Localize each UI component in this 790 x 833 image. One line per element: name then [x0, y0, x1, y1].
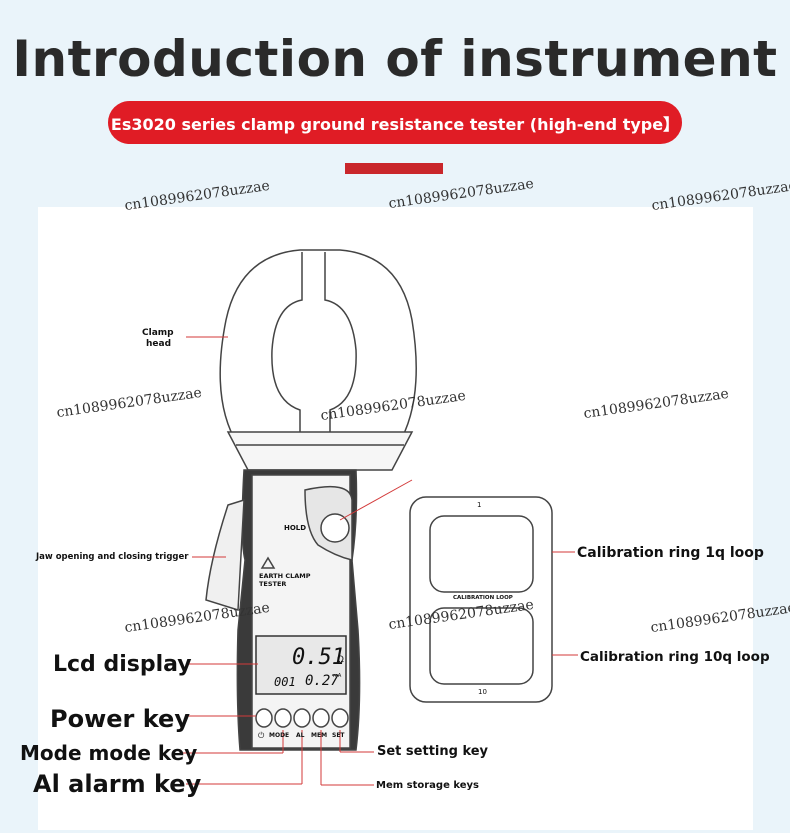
label-mem-key: Mem storage keys [376, 780, 479, 791]
leader-lines [183, 336, 578, 786]
label-cal-ring-10: Calibration ring 10q loop [580, 649, 770, 665]
label-jaw-trigger: Jaw opening and closing trigger [36, 552, 189, 562]
lcd-main-unit: Ω [337, 655, 344, 665]
label-power-key: Power key [50, 705, 190, 733]
lcd-sub-unit: mA [333, 673, 342, 679]
lcd-sub-right: 0.27 [305, 673, 339, 689]
mode-button-label: MODE [269, 732, 290, 739]
subtitle-banner: Es3020 series clamp ground resistance te… [108, 101, 682, 144]
label-clamp-head-1: Clamp [142, 328, 174, 338]
power-icon: ⏻ [258, 731, 265, 740]
cal-caption: CALIBRATION LOOP [453, 595, 513, 601]
device-name-line1: EARTH CLAMP [259, 572, 311, 580]
label-cal-ring-1: Calibration ring 1q loop [577, 545, 764, 561]
label-clamp-head-2: head [146, 339, 172, 349]
clamp-head [219, 249, 417, 471]
tester-body [205, 469, 361, 751]
label-mode-key: Mode mode key [20, 741, 198, 765]
set-button-label: SET [332, 732, 345, 739]
cal-bottom-number: 10 [478, 688, 487, 696]
lcd-main-reading: 0.51 [292, 645, 345, 670]
hold-label: HOLD [284, 524, 307, 532]
title-divider [345, 163, 443, 174]
lcd-sub-left: 001 [274, 675, 296, 689]
label-set-key: Set setting key [377, 744, 489, 759]
mem-button-label: MEM [311, 732, 328, 739]
cal-top-number: 1 [477, 501, 482, 509]
label-lcd-display: Lcd display [53, 652, 192, 677]
label-al-key: Al alarm key [33, 770, 202, 798]
page-title: Introduction of instrument [12, 30, 778, 88]
calibration-loop [409, 496, 553, 703]
device-name-line2: TESTER [259, 580, 287, 588]
al-button-label: AL [296, 732, 305, 739]
subtitle-text: Es3020 series clamp ground resistance te… [110, 114, 680, 134]
